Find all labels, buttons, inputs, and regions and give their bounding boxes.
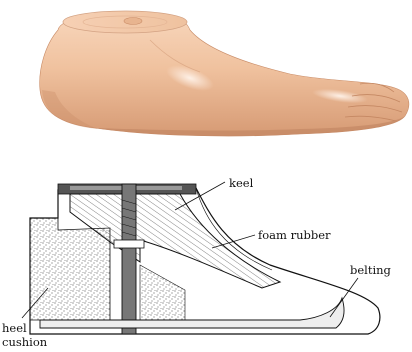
label-heel: heel: [2, 321, 27, 335]
prosthetic-foot-illustration: [0, 0, 412, 160]
label-keel: keel: [229, 176, 254, 190]
cross-section-svg: keel foam rubber belting heel cushion: [0, 170, 412, 352]
label-foam-rubber: foam rubber: [258, 228, 331, 242]
label-cushion: cushion: [2, 335, 48, 349]
bolt: [122, 184, 136, 334]
cross-section-diagram: keel foam rubber belting heel cushion: [0, 170, 412, 352]
label-belting: belting: [350, 263, 392, 277]
socket-hole: [124, 18, 142, 25]
prosthetic-foot-photo: [0, 0, 412, 160]
